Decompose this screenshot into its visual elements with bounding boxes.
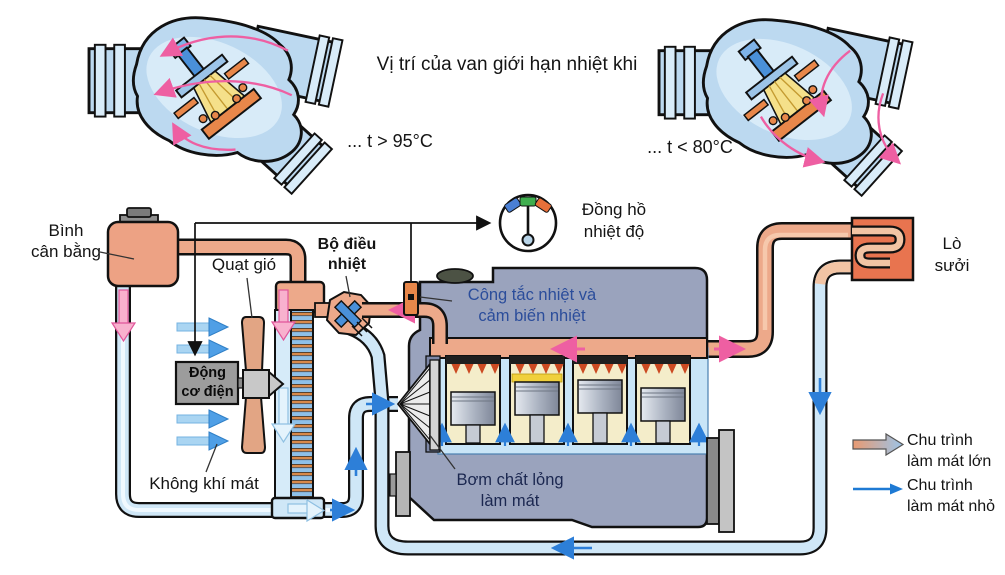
sensor-wiring [187,215,492,357]
cylinder [572,355,628,445]
cylinder [445,355,501,445]
temperature-gauge-label: Đồng hồ nhiệt độ [581,200,647,241]
cool-air-label: Không khí mát [149,474,259,493]
electric-motor-box [174,360,245,406]
radiator-downflow-arrow [270,387,297,444]
radiator-outflow-arrow [287,498,326,523]
legend-large-cycle-label: Chu trình làm mát lớn [907,432,992,470]
radiator-inflow-arrow [270,289,297,342]
engine-block [389,266,746,533]
legend-small-cycle-label: Chu trình làm mát nhỏ [907,477,996,515]
radiator [270,280,334,523]
cylinder [509,355,565,445]
thermal-switch-sensor [403,281,419,316]
legend-large-cycle-arrow [852,432,905,457]
expansion-tank-label: Bình cân bằng [31,221,101,261]
legend-small-cycle-arrow [853,483,903,495]
fan-label: Quạt gió [211,255,277,274]
tank-flow-arrow [110,289,137,343]
valve-open-caption: ... t > 95°C [347,131,433,151]
valve-closed-caption: ... t < 80°C [647,137,733,157]
jacket-flow-arrows [432,422,709,446]
temperature-gauge [498,193,558,253]
expansion-tank [106,207,180,288]
cylinder [635,355,691,445]
heater-label: Lò sưởi [934,234,970,275]
valve-open-illustration [87,14,344,196]
figure-title: Vị trí của van giới hạn nhiệt khi [376,54,638,75]
pointer-lines [99,251,456,473]
coolant-pump-label: Bơm chất lỏng làm mát [456,471,564,510]
coolant-pump [396,355,441,453]
thermostat-label: Bộ điều nhiệt [317,236,377,273]
fan [240,316,285,454]
flywheel [706,429,735,533]
heater-core [850,216,915,282]
valve-closed-illustration [657,16,914,198]
thermal-switch-label: Công tắc nhiệt và cảm biến nhiệt [467,286,597,325]
oil-cap [436,268,474,284]
crank-pulley [389,451,411,517]
electric-motor-label: Động cơ điện [181,365,234,400]
